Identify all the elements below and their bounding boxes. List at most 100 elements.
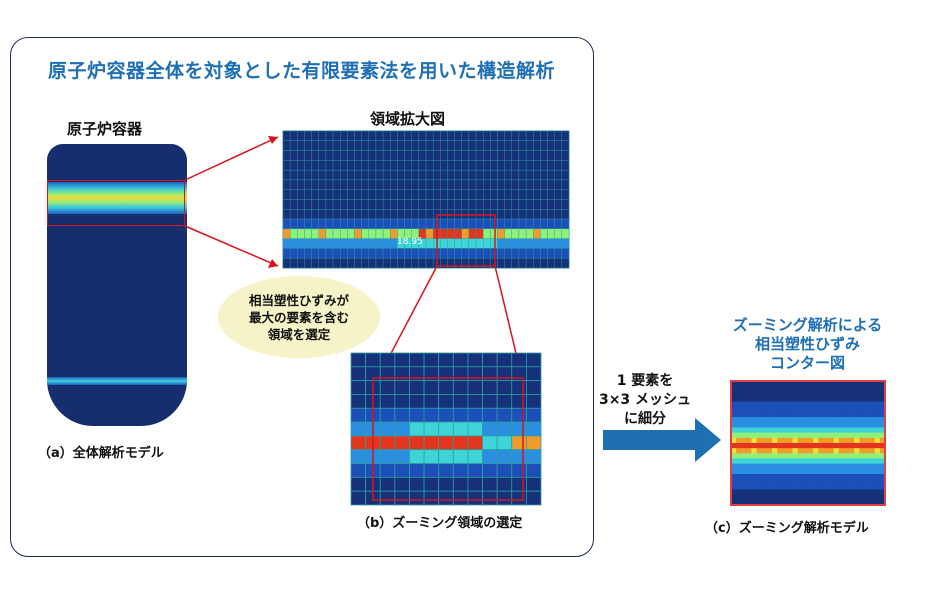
mesh-cell bbox=[761, 443, 768, 449]
mesh-cell bbox=[833, 489, 840, 495]
mesh-cell bbox=[833, 468, 840, 475]
mesh-cell bbox=[438, 394, 454, 409]
mesh-cell bbox=[467, 407, 483, 423]
mesh-cell bbox=[289, 228, 298, 239]
mesh-cell bbox=[823, 417, 829, 423]
mesh-cell bbox=[482, 421, 498, 437]
mesh-cell bbox=[438, 435, 454, 451]
zoomed-model-frame bbox=[730, 380, 886, 506]
mesh-cell bbox=[409, 380, 425, 395]
mesh-cell bbox=[849, 396, 855, 402]
mesh-cell bbox=[467, 394, 483, 409]
mesh-cell bbox=[347, 248, 355, 259]
mesh-cell bbox=[404, 248, 412, 259]
mesh-cell bbox=[818, 494, 824, 501]
mesh-cell bbox=[425, 209, 434, 220]
mesh-cell bbox=[859, 386, 865, 392]
mesh-cell bbox=[483, 130, 491, 141]
mesh-cell bbox=[461, 189, 470, 200]
mesh-cell bbox=[379, 449, 396, 464]
mesh-cell bbox=[787, 474, 793, 480]
mesh-cell bbox=[490, 228, 498, 239]
mesh-cell bbox=[418, 140, 427, 151]
mesh-cell bbox=[497, 228, 505, 239]
mesh-cell bbox=[777, 391, 783, 397]
mesh-cell bbox=[525, 352, 542, 368]
mesh-cell bbox=[751, 494, 757, 501]
mesh-cell bbox=[761, 422, 768, 428]
mesh-cell bbox=[497, 169, 505, 181]
mesh-cell bbox=[838, 443, 845, 449]
mesh-cell bbox=[869, 427, 876, 433]
mesh-cell bbox=[561, 179, 570, 190]
mesh-cell bbox=[751, 479, 757, 485]
mesh-cell bbox=[304, 248, 312, 259]
mesh-cell bbox=[425, 258, 434, 269]
mesh-cell bbox=[879, 391, 886, 397]
mesh-cell bbox=[797, 437, 804, 444]
mesh-cell bbox=[325, 189, 334, 200]
reactor-vessel-model bbox=[47, 144, 187, 426]
mesh-cell bbox=[761, 499, 768, 506]
mesh-cell bbox=[782, 417, 788, 423]
vessel-label: 原子炉容器 bbox=[67, 120, 143, 138]
mesh-cell bbox=[802, 386, 809, 392]
mesh-cell bbox=[297, 169, 305, 181]
mesh-cell bbox=[561, 238, 570, 249]
mesh-cell bbox=[297, 209, 305, 220]
mesh-cell bbox=[849, 494, 855, 501]
mesh-cell bbox=[849, 406, 855, 413]
mesh-cell bbox=[525, 476, 542, 492]
mesh-cell bbox=[390, 169, 398, 181]
mesh-cell bbox=[838, 448, 845, 454]
mesh-cell bbox=[540, 179, 548, 190]
mesh-cell bbox=[361, 218, 369, 230]
mesh-cell bbox=[382, 248, 391, 259]
mesh-cell bbox=[497, 130, 505, 141]
mesh-cell bbox=[874, 474, 881, 480]
mesh-cell bbox=[318, 160, 327, 171]
mesh-cell bbox=[879, 396, 886, 402]
mesh-cell bbox=[843, 443, 850, 449]
mesh-cell bbox=[838, 422, 845, 428]
mesh-cell bbox=[404, 140, 412, 151]
mesh-cell bbox=[518, 179, 527, 190]
mesh-cell bbox=[511, 407, 527, 423]
mesh-cell bbox=[332, 179, 341, 190]
mesh-cell bbox=[382, 258, 391, 269]
mesh-cell bbox=[482, 380, 498, 395]
mesh-cell bbox=[787, 432, 793, 439]
mesh-cell bbox=[818, 448, 824, 454]
mesh-cell bbox=[849, 437, 855, 444]
mesh-cell bbox=[379, 490, 396, 506]
mesh-cell bbox=[731, 463, 737, 470]
mesh-cell bbox=[511, 380, 527, 395]
mesh-cell bbox=[497, 199, 505, 210]
mesh-cell bbox=[859, 453, 865, 459]
mesh-cell bbox=[332, 130, 341, 141]
mesh-cell bbox=[813, 468, 819, 475]
mesh-cell bbox=[425, 179, 434, 190]
mesh-cell bbox=[756, 406, 763, 413]
mesh-cell bbox=[518, 140, 527, 151]
mesh-cell bbox=[561, 189, 570, 200]
mesh-cell bbox=[802, 422, 809, 428]
mesh-cell bbox=[461, 169, 470, 181]
mesh-cell bbox=[440, 150, 448, 161]
mesh-cell bbox=[382, 140, 391, 151]
mesh-cell bbox=[782, 484, 788, 490]
mesh-cell bbox=[375, 199, 384, 210]
mesh-cell bbox=[418, 160, 427, 171]
mesh-cell bbox=[736, 432, 742, 439]
mesh-cell bbox=[483, 160, 491, 171]
mesh-cell bbox=[828, 422, 834, 428]
mesh-cell bbox=[746, 432, 752, 439]
mesh-cell bbox=[540, 238, 548, 249]
mesh-cell bbox=[440, 199, 448, 210]
mesh-cell bbox=[777, 448, 783, 454]
mesh-cell bbox=[741, 401, 747, 408]
mesh-cell bbox=[368, 160, 377, 171]
mesh-cell bbox=[761, 484, 768, 490]
mesh-cell bbox=[818, 479, 824, 485]
mesh-cell bbox=[787, 437, 793, 444]
